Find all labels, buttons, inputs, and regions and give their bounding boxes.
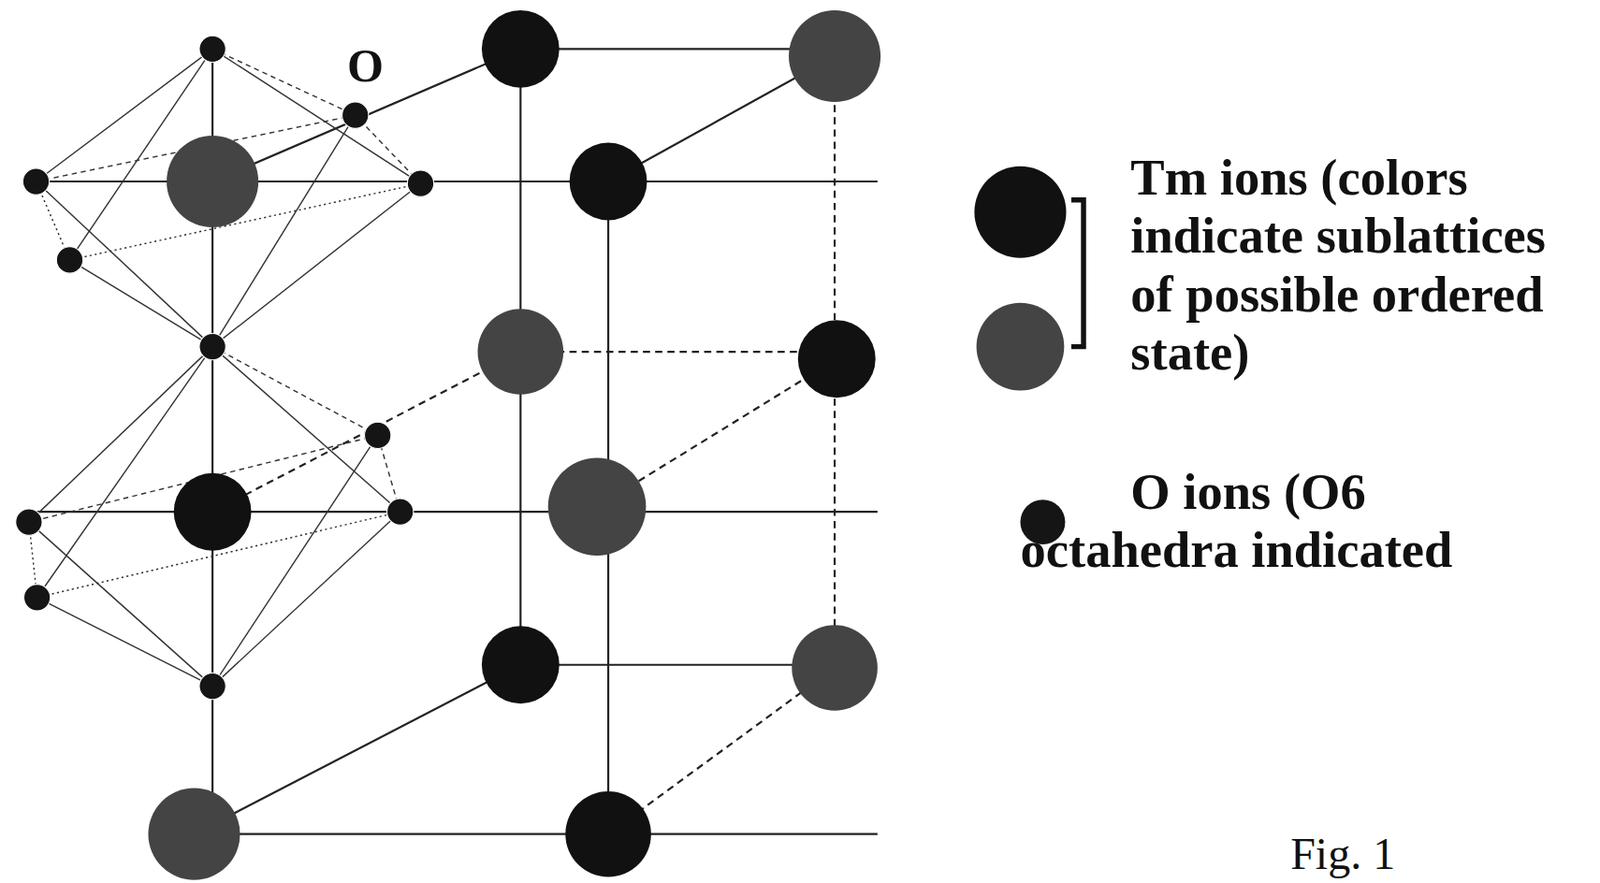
legend-text: Tm ions (colors indicate sublattices of … (1130, 148, 1580, 382)
legend-bracket (1071, 200, 1084, 348)
octahedra (29, 48, 422, 686)
tm-ions (147, 10, 881, 881)
o-ions (15, 35, 435, 700)
lattice-bonds (29, 48, 878, 834)
figure-caption: Fig. 1 (1290, 829, 1396, 880)
ion-label: O (347, 40, 384, 92)
legend-swatch-second (976, 303, 1065, 392)
legend-text: O ions (O6 octahedra indicated (1020, 463, 1572, 580)
legend-swatch (974, 166, 1066, 259)
